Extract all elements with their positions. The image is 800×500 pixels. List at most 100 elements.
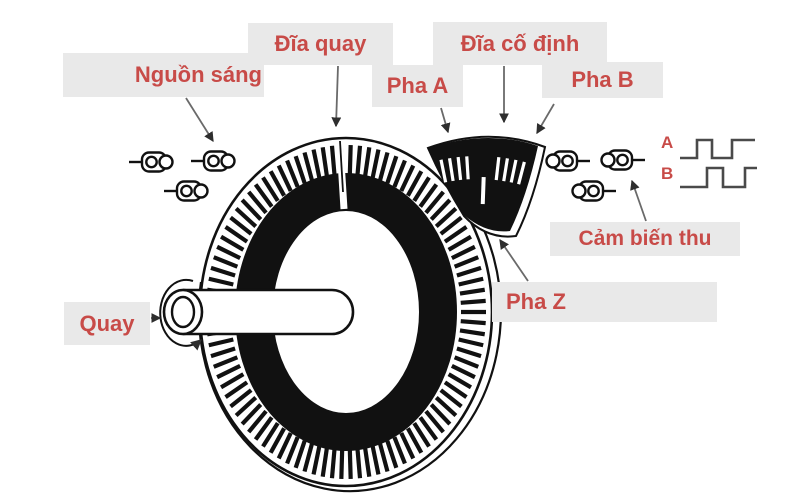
disk-tick — [439, 388, 463, 409]
disk-tick — [224, 380, 249, 399]
disk-tick — [456, 265, 482, 278]
label-fixed-disk: Đĩa cố định — [433, 22, 607, 65]
disk-tick — [208, 337, 234, 348]
disk-tick — [320, 447, 329, 477]
photo-detector-icon — [571, 180, 616, 202]
disk-tick — [212, 355, 239, 369]
disk-tick — [447, 372, 473, 390]
disk-tick — [385, 440, 399, 469]
disk-tick — [229, 215, 253, 236]
disk-tick — [429, 403, 452, 426]
disk-tick — [261, 421, 280, 448]
inner-ring — [207, 154, 220, 168]
shaft — [159, 278, 355, 351]
disk-tick — [212, 255, 239, 269]
disk-tick — [392, 159, 407, 188]
dome — [158, 154, 174, 170]
disk-tick — [219, 372, 245, 390]
phase-a-slit — [465, 156, 470, 180]
disk-tick — [453, 255, 480, 269]
disk-tick — [329, 449, 337, 479]
phase-z-slit — [480, 177, 486, 205]
disk-tick — [293, 440, 307, 469]
disk-tick — [311, 149, 322, 179]
disk-tick — [434, 206, 458, 229]
label-phase-a: Pha A — [372, 65, 463, 107]
leader-phase-b — [536, 103, 555, 135]
disk-tick — [276, 432, 293, 460]
phase-b-slit — [509, 159, 518, 183]
disk-tick — [320, 147, 329, 177]
label-receiver-sensor: Cảm biến thu — [550, 222, 740, 256]
disk-tick — [459, 287, 486, 296]
disk-tick — [355, 145, 363, 175]
disk-tick — [355, 449, 363, 479]
waveform-a — [680, 138, 755, 160]
disk-tick — [443, 225, 468, 244]
disk-tick — [460, 298, 486, 305]
disk-tick — [229, 388, 253, 409]
disk-tick — [261, 176, 280, 203]
dome — [545, 153, 561, 169]
disk-tick — [412, 176, 431, 203]
disk-tick — [370, 445, 381, 475]
disk-tick — [253, 183, 274, 208]
inner-ring — [616, 153, 629, 167]
disk-tick — [240, 403, 263, 426]
disk-index-mark — [339, 140, 344, 193]
disk-tick — [234, 206, 258, 229]
disk-tick — [268, 427, 286, 454]
disk-tick — [224, 225, 249, 244]
disk-tick — [434, 395, 458, 418]
dome — [600, 152, 616, 168]
disk-tick — [253, 416, 274, 441]
inner-ring — [561, 154, 574, 168]
disk-tick — [450, 244, 476, 261]
disk-tick — [216, 363, 242, 380]
waveform-b — [680, 166, 757, 189]
disk-tick — [247, 190, 268, 215]
light-source-icon — [191, 150, 236, 172]
disk-tick — [424, 190, 445, 215]
disk-tick — [378, 443, 390, 473]
disk-tick — [363, 147, 372, 177]
disk-tick — [339, 449, 345, 479]
disk-tick — [293, 155, 307, 184]
photo-detector-icon — [545, 150, 590, 172]
disk-tick — [458, 337, 484, 348]
label-phase-b: Pha B — [542, 62, 663, 98]
disk-tick — [210, 346, 236, 359]
leader-receiver-sensor — [630, 179, 647, 222]
label-light-source: Nguồn sáng — [63, 53, 264, 97]
phase-a-slit — [439, 159, 448, 183]
disk-tick — [285, 159, 300, 188]
disk-tick — [276, 164, 293, 192]
disk-tick — [447, 234, 473, 252]
disk-tick — [208, 276, 234, 287]
disk-tick — [458, 276, 484, 287]
disk-tick — [347, 145, 353, 175]
disk-tick — [329, 145, 337, 175]
light-source-icon — [129, 151, 174, 173]
disk-tick — [285, 436, 300, 465]
label-rotating-disk: Đĩa quay — [248, 23, 393, 65]
disk-tick — [450, 363, 476, 380]
dome — [193, 183, 209, 199]
phase-b-slit — [494, 157, 501, 181]
waveform-a-label: A — [661, 133, 674, 152]
photo-detector-icon — [600, 149, 645, 171]
disk-tick — [406, 170, 424, 197]
disk-tick — [216, 244, 242, 261]
disk-tick — [424, 409, 445, 434]
disk-tick — [234, 395, 258, 418]
disk-tick — [459, 328, 486, 337]
inner-ring — [587, 184, 600, 198]
disk-tick — [378, 151, 390, 181]
disk-tick — [240, 198, 263, 221]
label-rotate: Quay — [64, 302, 150, 345]
disk-tick — [363, 447, 372, 477]
disk-tick — [392, 436, 407, 465]
disk-tick — [347, 449, 353, 479]
